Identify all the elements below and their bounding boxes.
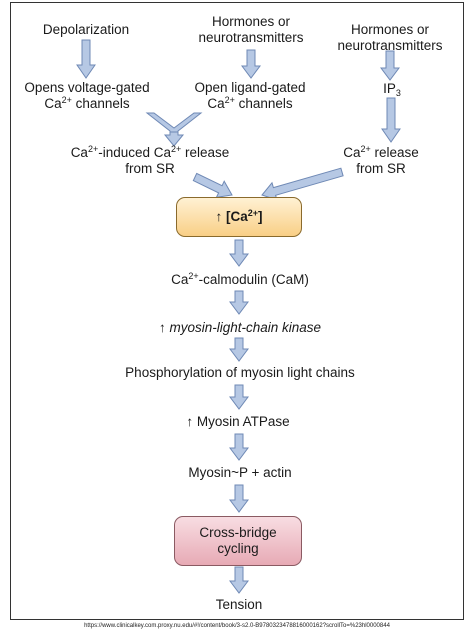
figure-frame [10, 2, 464, 620]
label-hormones-left-line1: Hormones or [211, 14, 291, 29]
increase-arrow-icon: ↑ [215, 209, 223, 224]
label-voltage-gated-line2: Ca2+ channels [44, 94, 130, 111]
label-ligand-gated: Open ligand-gated Ca2+ channels [194, 80, 305, 111]
label-ca-induced-release-line1: Ca2+-induced Ca2+ release [70, 144, 230, 161]
label-voltage-gated-line1: Opens voltage-gated [24, 80, 150, 95]
label-hormones-right-line2: neurotransmitters [337, 37, 443, 53]
label-myosin-actin: Myosin~P + actin [188, 465, 292, 480]
label-tension: Tension [215, 597, 263, 612]
label-voltage-gated: Opens voltage-gated Ca2+ channels [24, 80, 149, 111]
label-ca-release-sr-line2: from SR [356, 160, 406, 176]
calcium-box: ↑ [Ca2+] [176, 197, 302, 237]
label-ca-release-sr: Ca2+ release from SR [343, 145, 419, 176]
label-mlck: ↑ myosin-light-chain kinase [158, 320, 322, 335]
label-hormones-right: Hormones or neurotransmitters [337, 22, 442, 53]
increase-arrow-icon: ↑ [158, 320, 166, 335]
label-phosphorylation: Phosphorylation of myosin light chains [125, 365, 355, 380]
label-ligand-gated-line2: Ca2+ channels [207, 94, 293, 111]
label-ca-induced-release-line2: from SR [125, 160, 175, 176]
label-myosin-atpase: ↑ Myosin ATPase [186, 414, 290, 429]
label-calmodulin: Ca2+-calmodulin (CaM) [171, 271, 309, 288]
label-ligand-gated-line1: Open ligand-gated [194, 80, 306, 95]
label-hormones-right-line1: Hormones or [350, 22, 430, 37]
label-ip3: IP3 [383, 81, 401, 98]
crossbridge-box-text: Cross-bridge cycling [199, 525, 277, 556]
crossbridge-box: Cross-bridge cycling [174, 516, 302, 566]
calcium-box-text: ↑ [Ca2+] [215, 208, 263, 225]
source-url: https://www.clinicalkey.com.proxy.nu.edu… [84, 623, 390, 629]
label-depolarization: Depolarization [42, 22, 130, 37]
label-hormones-left: Hormones or neurotransmitters [198, 14, 303, 45]
label-ca-induced-release: Ca2+-induced Ca2+ release from SR [71, 145, 230, 176]
label-ca-release-sr-line1: Ca2+ release [343, 144, 419, 161]
label-hormones-left-line2: neurotransmitters [198, 29, 304, 45]
increase-arrow-icon: ↑ [186, 414, 194, 429]
